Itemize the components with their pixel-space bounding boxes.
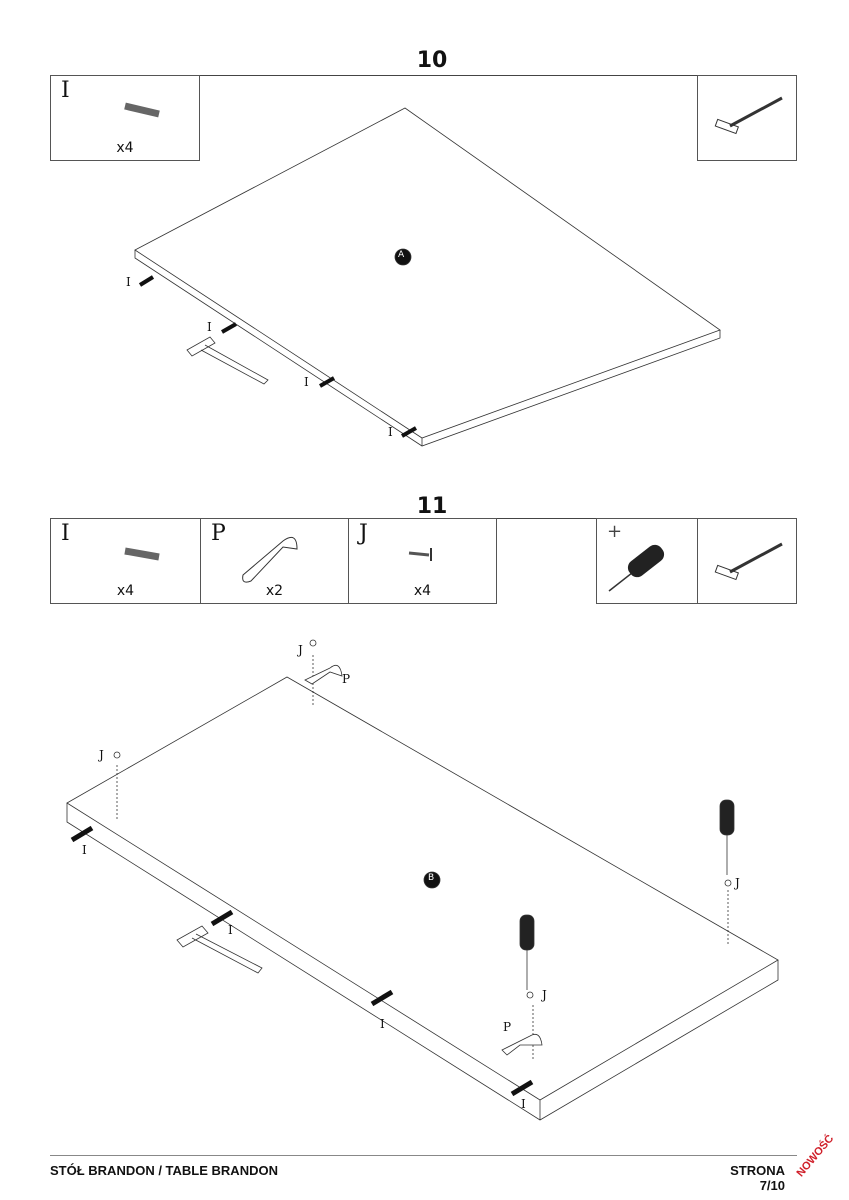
parts-box-j: J x4 [348,518,497,604]
phillips-label: + [607,521,623,542]
dowel-icon [124,547,160,561]
part-letter: I [61,78,70,103]
label-p: P [342,672,351,686]
panel-a-drawing [134,107,721,447]
tool-box-screwdriver: + [596,518,698,604]
part-qty: x4 [116,583,135,599]
parts-box-i: I x4 [50,518,201,604]
label-j: J [298,643,303,657]
panel-b-letter: B [428,873,435,883]
screwdrivers [519,799,735,990]
label-j: J [542,988,547,1002]
panel-b-drawing [66,676,779,1121]
label-j: J [735,876,740,890]
page-number: STRONA 7/10 [730,1163,785,1193]
footer-title: STÓŁ BRANDON / TABLE BRANDON [50,1163,278,1178]
label-j: J [99,748,104,762]
part-qty: x4 [413,583,432,599]
part-letter: J [359,521,368,546]
tool-box-hammer [697,518,797,604]
dowels-step-11 [70,825,534,1097]
tool-box-hammer [697,75,797,161]
label-i: I [521,1097,526,1111]
part-qty: x4 [116,140,134,156]
part-letter: P [211,521,226,546]
dowels-step-10 [138,275,417,438]
label-i: I [304,375,309,389]
label-i: I [228,923,233,937]
hammer-icon [714,96,783,135]
step-10-number: 10 [416,48,448,73]
label-i: I [388,425,393,439]
panel-a-marker [394,248,412,266]
footer-rule [50,1155,797,1156]
label-i: I [207,320,212,334]
label-p: P [503,1020,512,1034]
label-i: I [82,843,87,857]
part-qty: x2 [265,583,284,599]
step-10-rule [50,75,797,76]
label-i: I [126,275,131,289]
panel-a-letter: A [398,250,405,260]
step-11-number: 11 [416,494,448,519]
screwdriver-icon [608,544,665,592]
hammer-step-10 [186,336,269,385]
part-letter: I [61,521,70,546]
screw-icon [408,548,432,561]
brackets [304,664,543,1056]
label-i: I [380,1017,385,1031]
panel-b-marker [423,871,441,889]
parts-box-p: P x2 [200,518,349,604]
bracket-icon [242,536,298,583]
dowel-icon [124,102,160,118]
screws [113,639,732,999]
hammer-icon [714,542,783,581]
parts-box-i: I x4 [50,75,200,161]
hammer-step-11 [176,925,263,974]
